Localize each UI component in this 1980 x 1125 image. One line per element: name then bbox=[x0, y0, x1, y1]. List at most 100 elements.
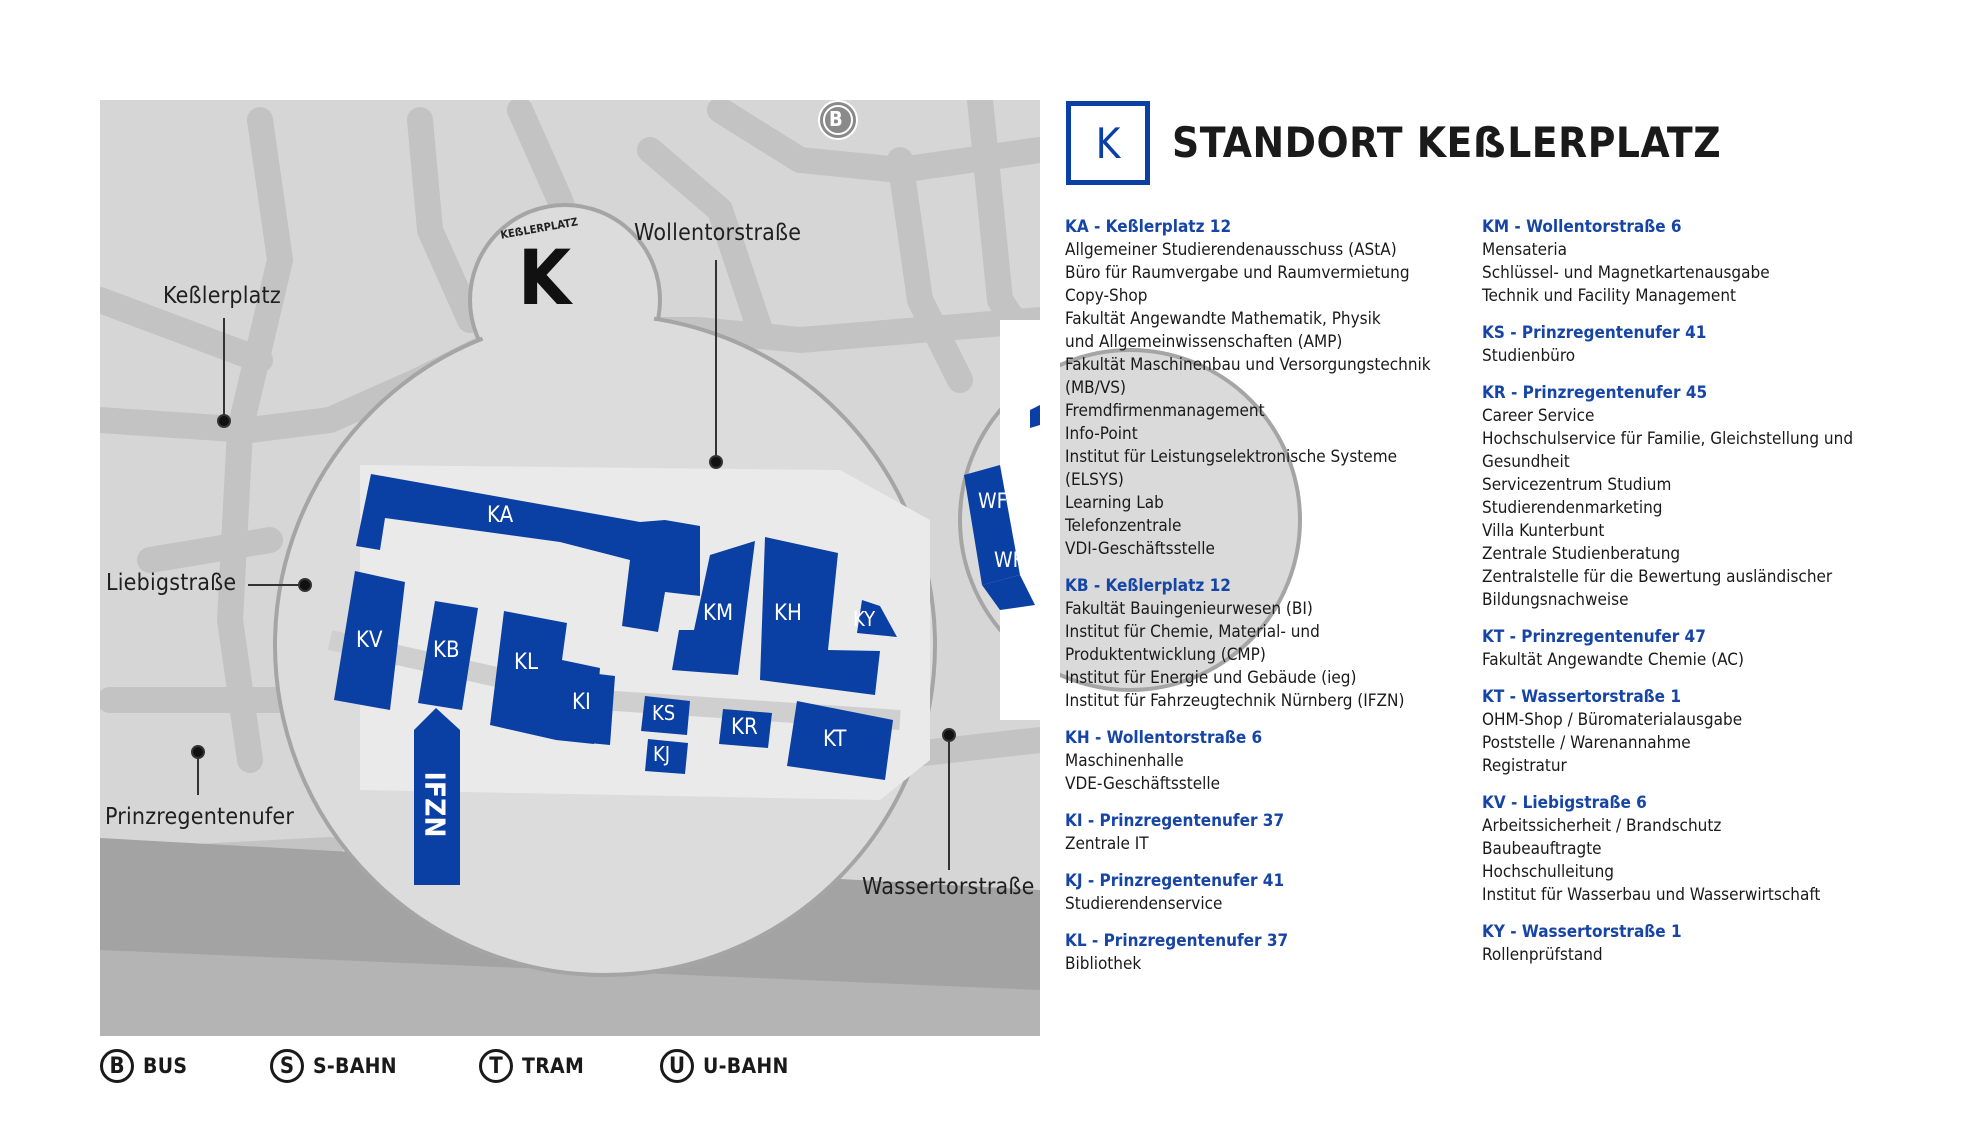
building-label-KL: KL bbox=[514, 650, 538, 675]
directory-entry-line: Zentrale Studienberatung bbox=[1482, 544, 1681, 564]
directory-entry-line: Villa Kunterbunt bbox=[1482, 521, 1605, 541]
directory-entry-line: Hochschulleitung bbox=[1482, 862, 1614, 882]
street-prinzregentenufer: Prinzregentenufer bbox=[105, 804, 295, 830]
building-label-KA: KA bbox=[487, 503, 514, 528]
building-KY bbox=[857, 600, 897, 637]
directory-entry-line: Info-Point bbox=[1065, 424, 1138, 444]
directory-entry-line: Fakultät Maschinenbau und Versorgungstec… bbox=[1065, 355, 1431, 375]
building-KS bbox=[641, 696, 690, 735]
directory-entry-line: Zentralstelle für die Bewertung ausländi… bbox=[1482, 567, 1833, 587]
directory-entry: KT - Prinzregentenufer 47 Fakultät Angewa… bbox=[1482, 626, 1882, 672]
directory-entry-line: Institut für Leistungselektronische Syst… bbox=[1065, 447, 1398, 467]
street-kesslerplatz: Keßlerplatz bbox=[163, 283, 281, 309]
ubahn-icon: U bbox=[660, 1049, 694, 1083]
directory-entry-line: Bildungsnachweise bbox=[1482, 590, 1629, 610]
directory-entry-line: Institut für Chemie, Material- und bbox=[1065, 622, 1320, 642]
building-label-KH: KH bbox=[774, 601, 802, 626]
directory-entry-line: Maschinenhalle bbox=[1065, 751, 1184, 771]
legend-sbahn-label: S-BAHN bbox=[313, 1054, 397, 1078]
directory-entry-line: Fakultät Bauingenieurwesen (BI) bbox=[1065, 599, 1313, 619]
directory-entry-line: Studienbüro bbox=[1482, 346, 1576, 366]
directory-entry-line: und Allgemeinwissenschaften (AMP) bbox=[1065, 332, 1343, 352]
directory-entry: KI - Prinzregentenufer 37 Zentrale IT bbox=[1065, 810, 1465, 856]
street-wollentorstrasse: Wollentorstraße bbox=[634, 220, 802, 246]
directory-entry-line: Fakultät Angewandte Chemie (AC) bbox=[1482, 650, 1744, 670]
legend-ubahn: U U-BAHN bbox=[660, 1046, 789, 1086]
directory-entry-heading: KI - Prinzregentenufer 37 bbox=[1065, 811, 1285, 831]
building-KR bbox=[719, 709, 772, 748]
directory-entry-line: Fakultät Angewandte Mathematik, Physik bbox=[1065, 309, 1381, 329]
building-KA bbox=[356, 474, 700, 632]
directory-entry-line: Studierendenmarketing bbox=[1482, 498, 1663, 518]
building-WK bbox=[982, 575, 1035, 610]
directory-entry-heading: KB - Keßlerplatz 12 bbox=[1065, 576, 1231, 596]
building-WX bbox=[1030, 405, 1040, 428]
legend-sbahn: S S-BAHN bbox=[270, 1046, 397, 1086]
directory-entry-heading: KH - Wollentorstraße 6 bbox=[1065, 728, 1263, 748]
location-badge: K bbox=[1066, 101, 1150, 185]
building-KM bbox=[672, 541, 755, 675]
directory-entry-line: Institut für Energie und Gebäude (ieg) bbox=[1065, 668, 1357, 688]
building-label-WF: WF bbox=[978, 489, 1008, 513]
building-label-IFZN: IFZN bbox=[418, 771, 452, 838]
legend-tram-label: TRAM bbox=[522, 1054, 585, 1078]
directory-entry-line: Copy-Shop bbox=[1065, 286, 1148, 306]
building-label-WK: WK bbox=[994, 548, 1026, 572]
directory-entry-line: Gesundheit bbox=[1482, 452, 1570, 472]
building-KT bbox=[787, 701, 893, 780]
hub-letter: K bbox=[518, 233, 571, 322]
directory-entry: KV - Liebigstraße 6 Arbeitssicherheit / B… bbox=[1482, 792, 1882, 907]
directory-entry-heading: KA - Keßlerplatz 12 bbox=[1065, 217, 1232, 237]
directory-entry-heading: KT - Wassertorstraße 1 bbox=[1482, 687, 1681, 707]
directory-entry-line: Büro für Raumvergabe und Raumvermietung bbox=[1065, 263, 1410, 283]
bus-icon: B bbox=[100, 1049, 134, 1083]
building-label-KT: KT bbox=[823, 727, 847, 752]
building-KI bbox=[558, 670, 615, 745]
sbahn-icon: S bbox=[270, 1049, 304, 1083]
directory-entry-line: Allgemeiner Studierendenausschuss (AStA) bbox=[1065, 240, 1397, 260]
building-label-KI: KI bbox=[572, 690, 591, 715]
building-KV bbox=[334, 571, 405, 710]
directory-entry-heading: KT - Prinzregentenufer 47 bbox=[1482, 627, 1706, 647]
directory-entry-line: Arbeitssicherheit / Brandschutz bbox=[1482, 816, 1722, 836]
directory-entry-line: Hochschulservice für Familie, Gleichstel… bbox=[1482, 429, 1854, 449]
building-WF bbox=[964, 465, 1020, 585]
directory-entry-line: Zentrale IT bbox=[1065, 834, 1149, 854]
directory-entry-line: Career Service bbox=[1482, 406, 1595, 426]
building-label-KJ: KJ bbox=[653, 742, 671, 766]
directory-entry-line: Fremdfirmenmanagement bbox=[1065, 401, 1265, 421]
directory-entry-line: VDI-Geschäftsstelle bbox=[1065, 539, 1215, 559]
building-label-KS: KS bbox=[652, 701, 676, 725]
directory-entry-line: Institut für Wasserbau und Wasserwirtsch… bbox=[1482, 885, 1821, 905]
building-label-KR: KR bbox=[731, 715, 758, 740]
directory-entry-line: Registratur bbox=[1482, 756, 1567, 776]
legend-bus: B BUS bbox=[100, 1046, 187, 1086]
directory-entry-heading: KJ - Prinzregentenufer 41 bbox=[1065, 871, 1285, 891]
directory-entry-line: Schlüssel- und Magnetkartenausgabe bbox=[1482, 263, 1770, 283]
building-KJ bbox=[645, 739, 688, 774]
legend-ubahn-label: U-BAHN bbox=[703, 1054, 789, 1078]
directory-entry-line: (MB/VS) bbox=[1065, 378, 1126, 398]
building-KH bbox=[760, 537, 880, 695]
building-label-KB: KB bbox=[433, 638, 460, 663]
building-label-KY: KY bbox=[853, 607, 876, 631]
location-badge-letter: K bbox=[1095, 118, 1121, 168]
directory-entry: KA - Keßlerplatz 12 Allgemeiner Studieren… bbox=[1065, 216, 1465, 561]
directory-entry-line: Telefonzentrale bbox=[1065, 516, 1182, 536]
street-liebigstrasse: Liebigstraße bbox=[106, 570, 237, 596]
directory-entry-line: Rollenprüfstand bbox=[1482, 945, 1603, 965]
directory-entry-heading: KL - Prinzregentenufer 37 bbox=[1065, 931, 1289, 951]
directory-entry-line: OHM-Shop / Büromaterialausgabe bbox=[1482, 710, 1743, 730]
directory-entry-heading: KM - Wollentorstraße 6 bbox=[1482, 217, 1682, 237]
directory-entry-line: (ELSYS) bbox=[1065, 470, 1124, 490]
tram-icon: T bbox=[479, 1049, 513, 1083]
directory-entry-line: Institut für Fahrzeugtechnik Nürnberg (I… bbox=[1065, 691, 1405, 711]
directory-entry-heading: KV - Liebigstraße 6 bbox=[1482, 793, 1647, 813]
building-IFZN bbox=[414, 708, 460, 885]
buildings bbox=[334, 474, 897, 885]
